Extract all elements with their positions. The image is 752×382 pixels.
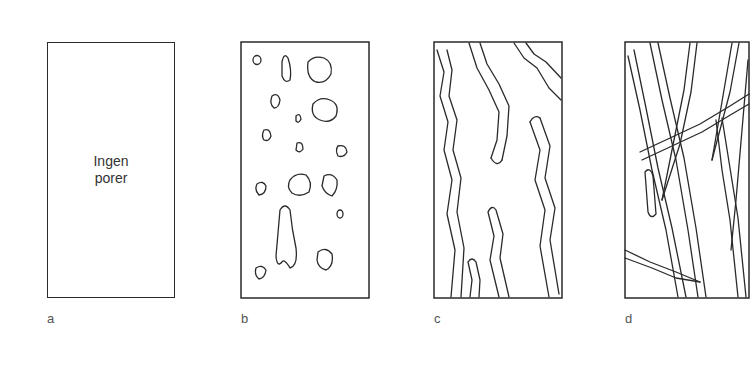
panel-letter: c: [434, 311, 441, 326]
panel-frame: [434, 42, 562, 298]
panel-letter: d: [625, 311, 632, 326]
panel-letter: a: [47, 311, 54, 326]
panel-text: Ingen porer: [86, 153, 136, 187]
panel-box: Ingen porer: [47, 42, 175, 298]
panel-letter: b: [241, 311, 248, 326]
panel-frame: [625, 42, 749, 298]
crack-pores: [625, 43, 749, 297]
channel-pores: [437, 43, 561, 297]
isolated-pores: [253, 56, 347, 280]
panel-frame: [241, 42, 369, 298]
